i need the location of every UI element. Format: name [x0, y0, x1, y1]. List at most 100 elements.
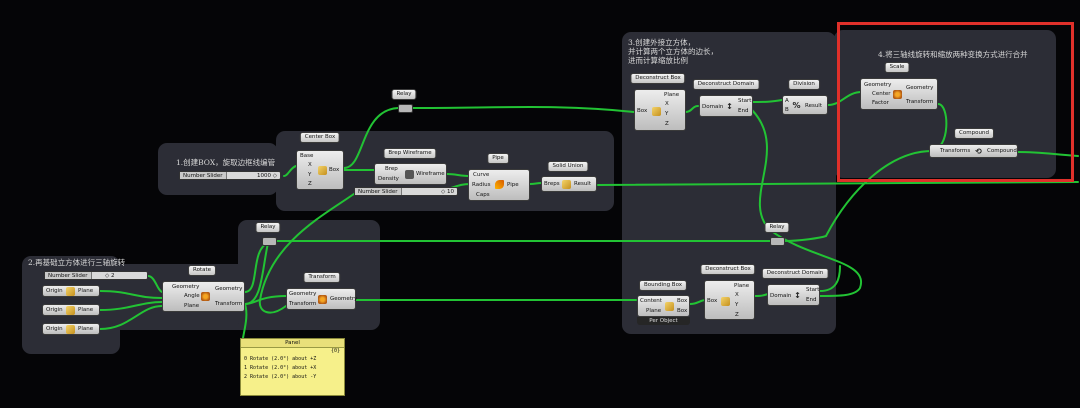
radius-slider[interactable]: Number Slider ◇ 10 — [354, 187, 458, 196]
deconstruct-domain-1-start[interactable]: Start — [738, 98, 752, 104]
origin-z-input[interactable]: Origin — [46, 326, 63, 332]
pipe-output[interactable]: Pipe — [507, 182, 519, 188]
brep-wireframe-input-density[interactable]: Density — [378, 176, 399, 182]
brep-wireframe-component[interactable]: Brep Density Wireframe — [374, 163, 447, 185]
compound-input[interactable]: Transforms — [940, 148, 971, 154]
solid-union-title: Solid Union — [547, 161, 589, 172]
deconstruct-box-1-x[interactable]: X — [665, 101, 669, 107]
compound-component[interactable]: Transforms ⟲ Compound — [929, 144, 1018, 158]
deconstruct-domain-2-input[interactable]: Domain — [770, 293, 792, 299]
deconstruct-box-2-x[interactable]: X — [735, 292, 739, 298]
division-output[interactable]: Result — [805, 103, 822, 109]
size-slider-value[interactable]: 1000 ◇ — [257, 173, 277, 179]
transform-input-transform[interactable]: Transform — [289, 301, 317, 307]
division-input-b[interactable]: B — [785, 107, 789, 113]
radius-slider-name: Number Slider — [355, 188, 402, 195]
transform-icon — [318, 295, 327, 304]
center-box-input-base[interactable]: Base — [300, 153, 314, 159]
relay-1[interactable] — [398, 104, 413, 113]
angle-slider-value[interactable]: ◇ 2 — [105, 273, 115, 279]
domain-icon: ↕ — [794, 291, 801, 300]
deconstruct-box-2-component[interactable]: Box Plane X Y Z — [704, 280, 755, 320]
pipe-input-caps[interactable]: Caps — [476, 192, 490, 198]
origin-plane-x[interactable]: Origin Plane — [42, 285, 100, 297]
pipe-input-curve[interactable]: Curve — [473, 172, 490, 178]
deconstruct-domain-2-component[interactable]: Domain ↕ Start End — [767, 284, 820, 306]
deconstruct-box-2-input[interactable]: Box — [707, 298, 718, 304]
origin-x-output[interactable]: Plane — [78, 288, 94, 294]
deconstruct-domain-2-end[interactable]: End — [806, 297, 817, 303]
rotate-output-geometry[interactable]: Geometry — [215, 286, 243, 292]
origin-x-input[interactable]: Origin — [46, 288, 63, 294]
transform-output[interactable]: Geometry — [330, 296, 358, 302]
center-box-input-x[interactable]: X — [308, 162, 312, 168]
rotate-component[interactable]: Geometry Angle Plane Geometry Transform — [162, 281, 245, 312]
division-input-a[interactable]: A — [785, 98, 789, 104]
origin-plane-y[interactable]: Origin Plane — [42, 304, 100, 316]
compound-output[interactable]: Compound — [987, 148, 1017, 154]
radius-slider-value[interactable]: ◇ 10 — [441, 189, 454, 195]
division-component[interactable]: A B % Result — [782, 95, 828, 115]
plane-x-icon — [66, 287, 75, 296]
bounding-box-input-plane[interactable]: Plane — [646, 308, 662, 314]
scale-component[interactable]: Geometry Center Factor Geometry Transfor… — [860, 78, 938, 110]
rotation-panel[interactable]: Panel {0} 0 Rotate (2.0°) about +Z 1 Rot… — [240, 338, 345, 396]
deconstruct-box-2-y[interactable]: Y — [735, 302, 739, 308]
scale-output-geometry[interactable]: Geometry — [906, 85, 934, 91]
rotate-output-transform[interactable]: Transform — [215, 301, 243, 307]
deconstruct-box-1-y[interactable]: Y — [665, 111, 669, 117]
deconstruct-box-1-z[interactable]: Z — [665, 121, 669, 127]
solid-union-output[interactable]: Result — [574, 181, 591, 187]
note-rotate: 2.再基础立方体进行三轴旋转 — [28, 258, 126, 267]
deconstruct-box-1-input[interactable]: Box — [637, 108, 648, 114]
size-slider[interactable]: Number Slider 1000 ◇ — [179, 171, 281, 180]
transform-component[interactable]: Geometry Transform Geometry — [286, 288, 358, 310]
pipe-component[interactable]: Curve Radius Caps Pipe — [468, 169, 530, 201]
angle-slider[interactable]: Number Slider ◇ 2 — [44, 271, 148, 280]
origin-y-output[interactable]: Plane — [78, 307, 94, 313]
solid-union-input[interactable]: Breps — [544, 181, 560, 187]
note-scale-2: 并计算两个立方体的边长， — [628, 47, 718, 56]
deconstruct-box-2-title: Deconstruct Box — [700, 264, 756, 275]
bounding-box-component[interactable]: Content Plane Box Box — [637, 295, 690, 317]
relay-2[interactable] — [262, 237, 277, 246]
deconstruct-box-1-title: Deconstruct Box — [630, 73, 686, 84]
deconstruct-domain-1-end[interactable]: End — [738, 108, 749, 114]
relay-3[interactable] — [770, 237, 785, 246]
origin-y-input[interactable]: Origin — [46, 307, 63, 313]
deconstruct-box-2-icon — [721, 297, 730, 306]
rotate-input-plane[interactable]: Plane — [184, 303, 200, 309]
deconstruct-box-1-component[interactable]: Box Plane X Y Z — [634, 89, 686, 131]
transform-input-geometry[interactable]: Geometry — [289, 291, 317, 297]
relay-2-title: Relay — [255, 222, 281, 233]
bounding-box-output-box-2[interactable]: Box — [677, 308, 688, 314]
center-box-input-z[interactable]: Z — [308, 181, 312, 187]
center-box-input-y[interactable]: Y — [308, 172, 312, 178]
brep-wireframe-output[interactable]: Wireframe — [416, 171, 445, 177]
deconstruct-domain-2-start[interactable]: Start — [806, 287, 820, 293]
note-scale-3: 进而计算缩放比例 — [628, 56, 688, 65]
scale-input-geometry[interactable]: Geometry — [864, 82, 892, 88]
deconstruct-domain-1-input[interactable]: Domain — [702, 104, 724, 110]
origin-z-output[interactable]: Plane — [78, 326, 94, 332]
origin-plane-z[interactable]: Origin Plane — [42, 323, 100, 335]
rotate-input-angle[interactable]: Angle — [184, 293, 200, 299]
solid-union-component[interactable]: Breps Result — [541, 176, 597, 192]
scale-input-factor[interactable]: Factor — [872, 100, 889, 106]
brep-wireframe-input-brep[interactable]: Brep — [385, 166, 398, 172]
pipe-input-radius[interactable]: Radius — [472, 182, 491, 188]
deconstruct-box-2-plane[interactable]: Plane — [734, 283, 750, 289]
rotate-input-geometry[interactable]: Geometry — [172, 284, 200, 290]
note-compound: 4.将三轴线旋转和缩放两种变换方式进行合并 — [878, 50, 1028, 59]
center-box-output-box[interactable]: Box — [329, 167, 340, 173]
scale-output-transform[interactable]: Transform — [906, 99, 934, 105]
deconstruct-domain-1-component[interactable]: Domain ↕ Start End — [699, 95, 753, 117]
bounding-box-output-box-1[interactable]: Box — [677, 298, 688, 304]
center-box-component[interactable]: Base X Y Z Box — [296, 150, 344, 190]
bounding-box-input-content[interactable]: Content — [640, 298, 662, 304]
solid-union-icon — [562, 180, 571, 189]
deconstruct-box-2-z[interactable]: Z — [735, 312, 739, 318]
deconstruct-box-1-plane[interactable]: Plane — [664, 92, 680, 98]
scale-input-center[interactable]: Center — [872, 91, 891, 97]
